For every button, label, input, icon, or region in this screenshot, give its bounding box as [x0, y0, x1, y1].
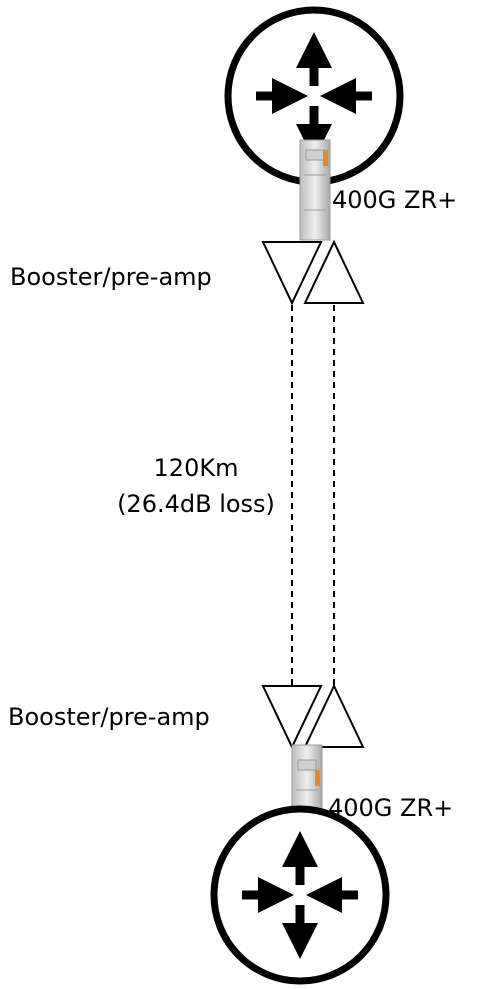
bottom-router-icon	[210, 805, 390, 985]
bottom-amp-label: Booster/pre-amp	[8, 703, 210, 731]
top-transceiver-icon	[299, 139, 331, 241]
top-router-icon	[224, 6, 404, 186]
bottom-amplifier-icon	[261, 683, 365, 750]
top-amp-label: Booster/pre-amp	[10, 263, 212, 291]
top-amplifier-icon	[261, 239, 365, 306]
bottom-transceiver-label: 400G ZR+	[328, 794, 453, 822]
span-loss-label: (26.4dB loss)	[117, 490, 275, 518]
fiber-span	[291, 305, 335, 686]
span-distance-label: 120Km	[154, 454, 239, 482]
top-transceiver-label: 400G ZR+	[332, 186, 457, 214]
